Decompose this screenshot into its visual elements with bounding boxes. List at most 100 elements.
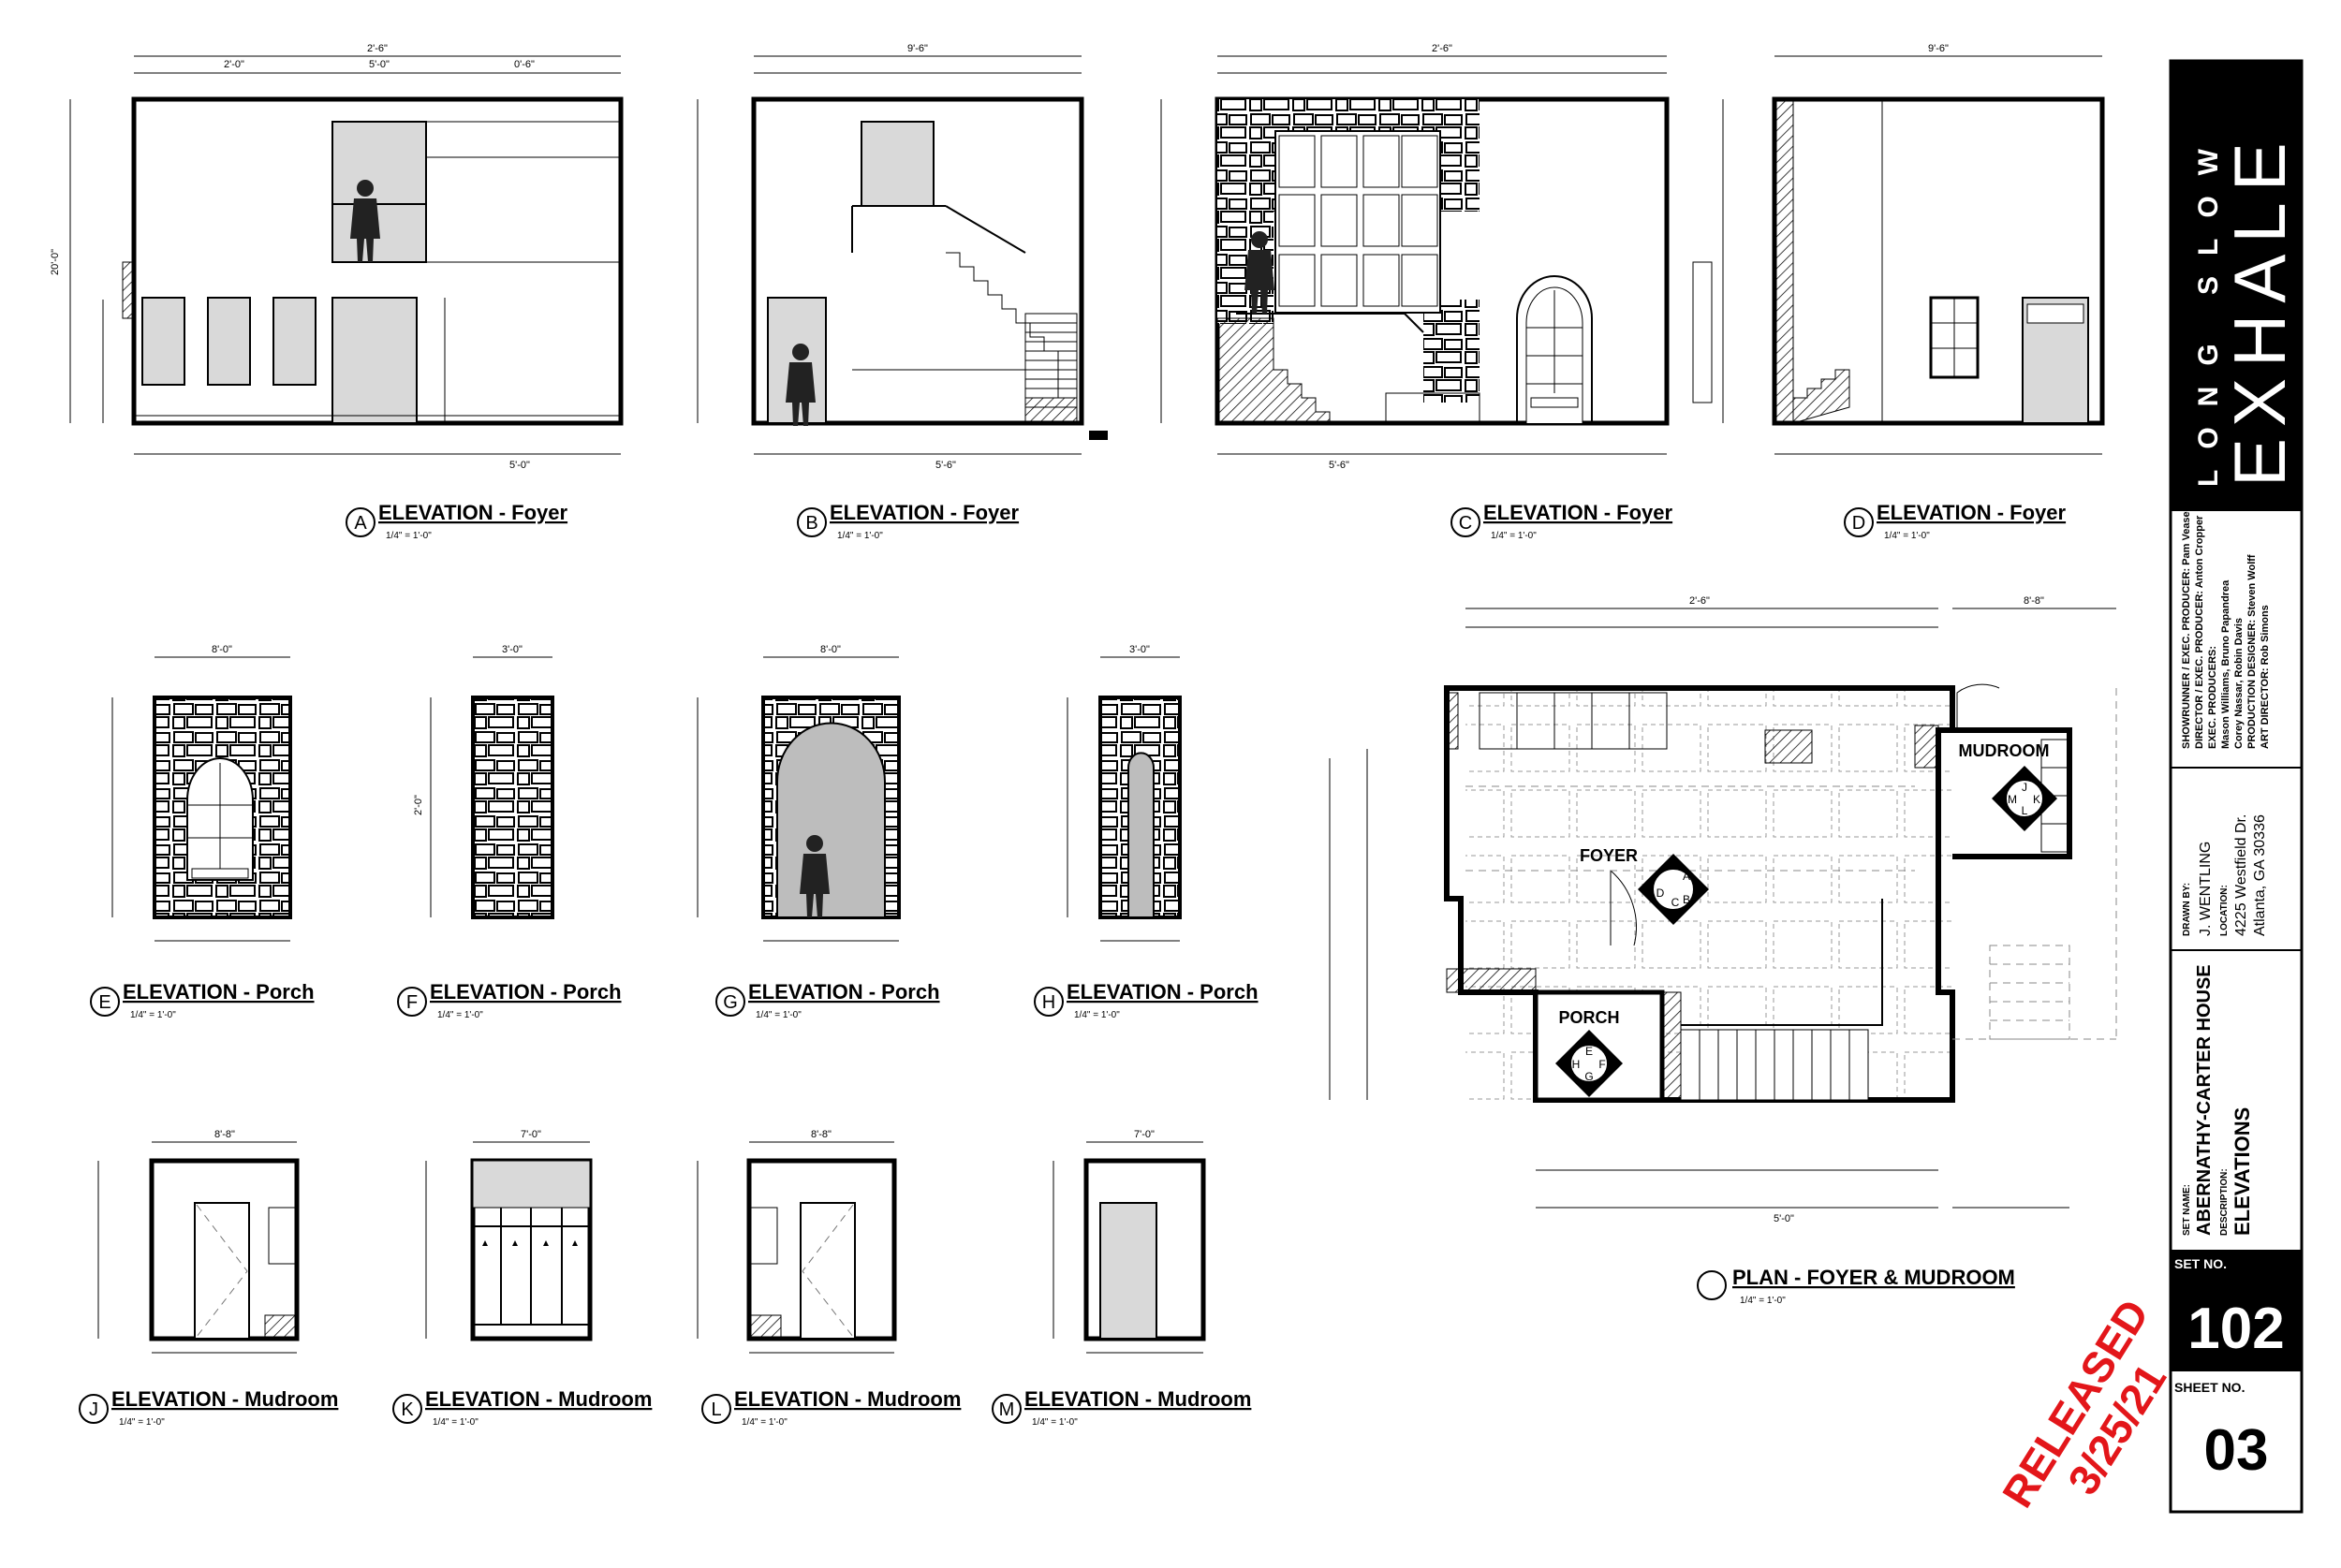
- title-row-3: J ELEVATION - Mudroom 1/4" = 1'-0" K ELE…: [79, 1387, 1251, 1428]
- marker-porch-e: E: [1585, 1045, 1593, 1058]
- view-scale-f: 1/4" = 1'-0": [437, 1010, 483, 1020]
- drawn-by: J. WENTLING: [2198, 842, 2214, 936]
- dim-g-w: 8'-0": [820, 644, 841, 655]
- set-no: 102: [2187, 1297, 2284, 1361]
- elevation-h: 3'-0": [1067, 644, 1182, 942]
- view-bubble-m: [992, 1394, 1022, 1424]
- dim-plan-top: 2'-6": [1689, 595, 1710, 607]
- dim-d-top: 9'-6": [1928, 43, 1949, 54]
- view-bubble-plan: [1697, 1270, 1727, 1300]
- elevation-c: 2'-6" 5'-6": [1160, 43, 1713, 471]
- view-letter-l: L: [711, 1399, 721, 1420]
- view-letter-k: K: [401, 1399, 414, 1420]
- plan-stairs: [1680, 899, 1883, 1101]
- view-scale-g: 1/4" = 1'-0": [756, 1010, 802, 1020]
- view-scale-e: 1/4" = 1'-0": [130, 1010, 176, 1020]
- view-scale-j: 1/4" = 1'-0": [119, 1417, 165, 1428]
- window-grid: [1274, 130, 1441, 314]
- view-title-b: ELEVATION - Foyer: [830, 501, 1020, 524]
- elevation-f: 3'-0" 2'-0": [413, 644, 554, 919]
- elevation-b: 9'-6" 5'-6": [697, 43, 1108, 471]
- view-title-d: ELEVATION - Foyer: [1877, 501, 2067, 524]
- set-name-label: SET NAME:: [2182, 1184, 2192, 1236]
- dim-a-bottom: 5'-0": [509, 460, 530, 471]
- elevation-a: 2'-6" 2'-0" 5'-0" 0'-6" 20'-0" 5'-0": [50, 43, 624, 471]
- elevation-k: 7'-0": [425, 1129, 593, 1341]
- brand-line-1: LONG SLOW: [2193, 128, 2224, 487]
- marker-foyer-a: A: [1683, 870, 1690, 883]
- view-bubble-d: [1844, 507, 1874, 537]
- location-line-1: 4225 Westfield Dr.: [2233, 814, 2249, 936]
- dim-c-top: 2'-6": [1432, 43, 1452, 54]
- dim-b-top: 9'-6": [907, 43, 928, 54]
- description-label: DESCRIPTION:: [2219, 1168, 2230, 1236]
- dim-k-w: 7'-0": [521, 1129, 541, 1140]
- view-bubble-f: [397, 987, 427, 1017]
- credit-line-2: DIRECTOR / EXEC. PRODUCER: Anton Cropper: [2194, 515, 2205, 749]
- sheet-no: 03: [2204, 1418, 2269, 1483]
- view-bubble-b: [797, 507, 827, 537]
- dim-a-top: 2'-6": [367, 43, 388, 54]
- dim-e-w: 8'-0": [212, 644, 232, 655]
- view-title-e: ELEVATION - Porch: [123, 980, 315, 1004]
- dim-h-w: 3'-0": [1129, 644, 1150, 655]
- view-letter-b: B: [805, 513, 817, 534]
- dim-f-w: 3'-0": [502, 644, 523, 655]
- credit-line-7: ART DIRECTOR: Rob Simons: [2260, 605, 2271, 749]
- marker-mudroom-j: J: [2022, 781, 2027, 794]
- dim-a-left: 2'-0": [224, 59, 244, 70]
- view-title-f: ELEVATION - Porch: [430, 980, 622, 1004]
- set-name: ABERNATHY-CARTER HOUSE: [2194, 964, 2215, 1236]
- view-bubble-e: [90, 987, 120, 1017]
- marker-mudroom-l: L: [2022, 804, 2028, 817]
- dim-a-height: 20'-0": [50, 249, 61, 275]
- view-bubble-k: [392, 1394, 422, 1424]
- elevation-d: 9'-6": [1722, 43, 2105, 455]
- view-title-g: ELEVATION - Porch: [748, 980, 940, 1004]
- view-scale-a: 1/4" = 1'-0": [386, 531, 432, 541]
- dim-m-w: 7'-0": [1134, 1129, 1155, 1140]
- view-letter-a: A: [354, 513, 367, 534]
- credit-line-3: EXEC. PRODUCERS:: [2207, 646, 2218, 749]
- view-letter-g: G: [723, 992, 738, 1013]
- view-scale-b: 1/4" = 1'-0": [837, 531, 883, 541]
- view-title-a: ELEVATION - Foyer: [378, 501, 568, 524]
- view-scale-k: 1/4" = 1'-0": [433, 1417, 479, 1428]
- marker-foyer-c: C: [1671, 896, 1680, 909]
- marker-foyer-d: D: [1656, 887, 1665, 900]
- title-row-1: A ELEVATION - Foyer 1/4" = 1'-0" B ELEVA…: [346, 501, 2067, 541]
- credit-line-1: SHOWRUNNER / EXEC. PRODUCER: Pam Veasey: [2181, 505, 2192, 749]
- view-letter-e: E: [98, 992, 110, 1013]
- view-title-k: ELEVATION - Mudroom: [425, 1387, 652, 1411]
- title-block: LONG SLOW EXHALE SHOWRUNNER / EXEC. PROD…: [2169, 59, 2304, 1514]
- view-bubble-h: [1034, 987, 1064, 1017]
- credit-line-4: Mason Williams, Bruno Papandrea: [2220, 579, 2231, 749]
- dim-c-bottom: 5'-6": [1329, 460, 1349, 471]
- plan-foyer-mudroom: 2'-6" 8'-8" 5'-0" FOYER PORCH MUDROOM A …: [1329, 595, 2117, 1306]
- view-title-h: ELEVATION - Porch: [1067, 980, 1259, 1004]
- elevation-e: 8'-0": [111, 644, 292, 942]
- dim-a-right: 0'-6": [514, 59, 535, 70]
- marker-foyer-b: B: [1683, 893, 1690, 906]
- brand-line-2: EXHALE: [2218, 131, 2301, 487]
- location-line-2: Atlanta, GA 30336: [2252, 814, 2268, 936]
- view-title-c: ELEVATION - Foyer: [1483, 501, 1673, 524]
- view-bubble-a: [346, 507, 375, 537]
- view-letter-d: D: [1852, 513, 1865, 534]
- elevation-m: 7'-0": [1053, 1129, 1206, 1354]
- marker-porch-h: H: [1572, 1058, 1581, 1071]
- dim-a-mid: 5'-0": [369, 59, 390, 70]
- marker-porch: E F G H: [1555, 1030, 1623, 1097]
- plan-title: PLAN - FOYER & MUDROOM: [1732, 1266, 2015, 1289]
- view-scale-m: 1/4" = 1'-0": [1032, 1417, 1078, 1428]
- view-title-m: ELEVATION - Mudroom: [1024, 1387, 1251, 1411]
- dim-f-h: 2'-0": [413, 795, 424, 815]
- view-letter-m: M: [999, 1399, 1015, 1420]
- title-row-2: E ELEVATION - Porch 1/4" = 1'-0" F ELEVA…: [90, 980, 1259, 1020]
- view-scale-h: 1/4" = 1'-0": [1074, 1010, 1120, 1020]
- location-label: LOCATION:: [2219, 885, 2230, 936]
- view-scale-c: 1/4" = 1'-0": [1491, 531, 1537, 541]
- view-bubble-c: [1450, 507, 1480, 537]
- credit-line-6: PRODUCTION DESIGNER: Steven Wolff: [2246, 554, 2258, 749]
